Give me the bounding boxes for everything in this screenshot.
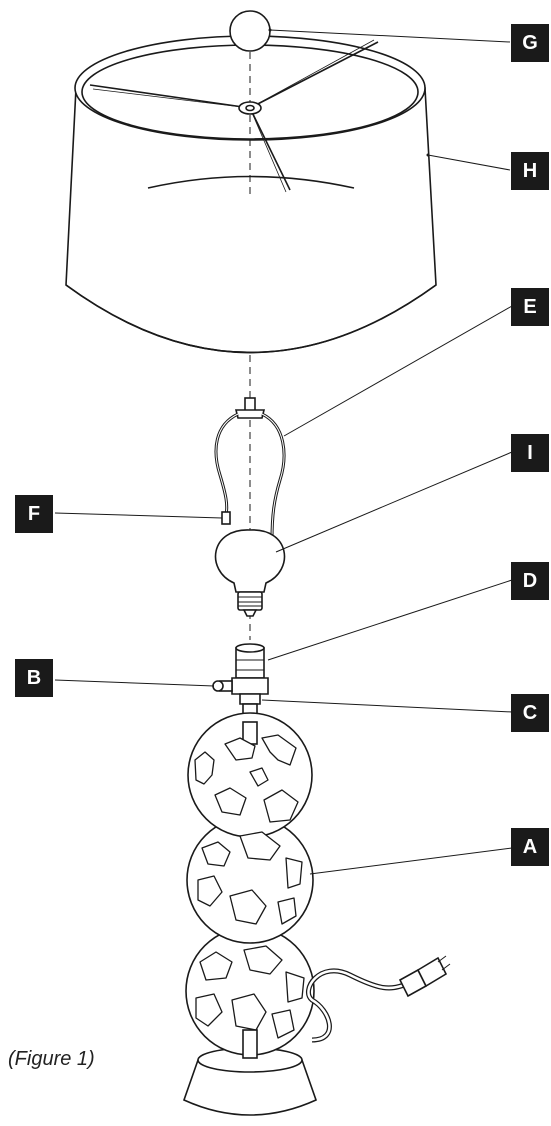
callout-g-finial: G bbox=[511, 24, 549, 62]
callout-b-switch-knob: B bbox=[15, 659, 53, 697]
callout-i-light-bulb: I bbox=[511, 434, 549, 472]
callout-c-socket-ring: C bbox=[511, 694, 549, 732]
callout-e-harp: E bbox=[511, 288, 549, 326]
lamp-shade bbox=[65, 35, 437, 354]
light-bulb bbox=[214, 529, 286, 617]
callout-d-socket: D bbox=[511, 562, 549, 600]
socket-assembly bbox=[212, 643, 269, 745]
figure-caption: (Figure 1) bbox=[8, 1048, 95, 1070]
callout-f-harp-saddle: F bbox=[15, 495, 53, 533]
leader-lines bbox=[54, 28, 513, 875]
lamp-base bbox=[183, 712, 317, 1116]
power-cord bbox=[305, 955, 451, 1043]
lamp-harp bbox=[214, 397, 286, 551]
callout-a-lamp-base: A bbox=[511, 828, 549, 866]
finial bbox=[229, 10, 271, 52]
callout-h-lamp-shade: H bbox=[511, 152, 549, 190]
